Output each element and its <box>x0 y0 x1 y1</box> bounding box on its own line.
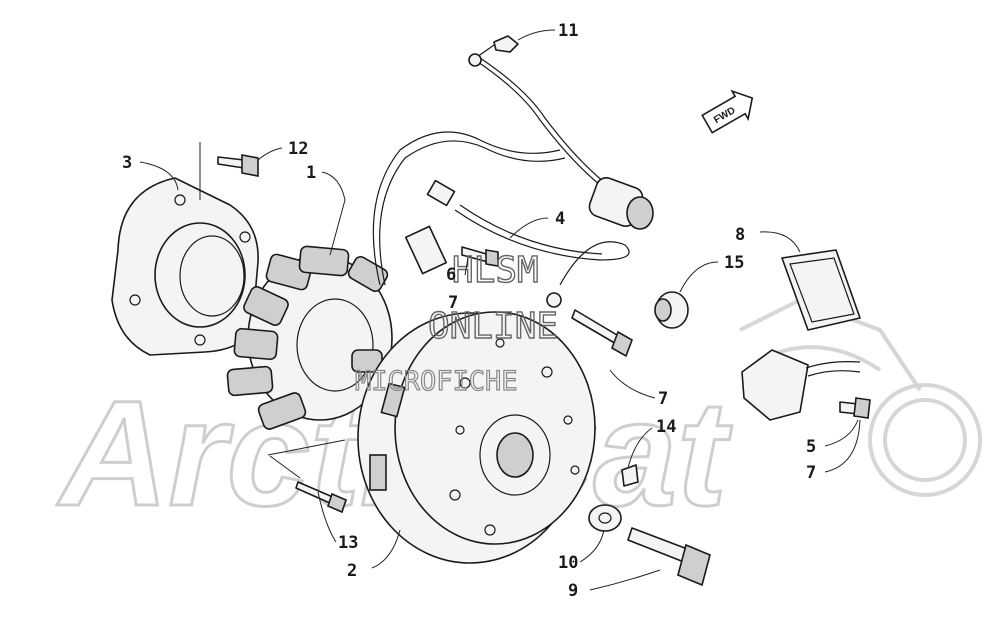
leader-7b <box>609 369 656 399</box>
harness-connector-icon <box>588 177 654 230</box>
callout-13: 13 <box>338 533 358 553</box>
part-4-wiring-harness <box>372 57 654 308</box>
leader-2 <box>371 529 401 569</box>
part-7-bolt <box>571 309 633 358</box>
callout-2: 2 <box>347 561 357 581</box>
callout-11: 11 <box>558 21 578 41</box>
leader-1 <box>321 171 346 256</box>
part-6-bolt <box>461 246 499 267</box>
part-8-pad <box>781 249 861 331</box>
callout-10: 10 <box>558 553 578 573</box>
forward-direction-indicator: FWD <box>701 89 754 134</box>
part-15-grommet <box>654 291 689 329</box>
callout-6: 6 <box>446 265 456 285</box>
callout-7a: 7 <box>448 293 458 313</box>
part-10-washer <box>588 504 622 532</box>
leader-3 <box>139 161 179 191</box>
box-line-b <box>267 439 346 456</box>
part-11-bolt <box>468 35 519 67</box>
callout-7c: 7 <box>806 463 816 483</box>
leader-11 <box>517 29 556 41</box>
leader-14 <box>627 427 653 469</box>
leader-4 <box>509 217 549 239</box>
callouts: 1 2 3 4 5 6 7 7 7 8 9 10 11 12 13 14 15 <box>122 21 816 601</box>
leader-12 <box>257 147 283 161</box>
leader-lines <box>139 29 861 591</box>
part-2-flywheel <box>357 311 596 564</box>
leader-7c <box>824 419 861 473</box>
callout-12: 12 <box>288 139 308 159</box>
leader-8 <box>759 231 801 253</box>
site-watermark-line3: MICROFICHE <box>355 366 518 397</box>
callout-8: 8 <box>735 225 745 245</box>
part-1-stator <box>226 245 393 430</box>
part-12-bolt <box>217 154 259 177</box>
leader-10 <box>579 529 605 563</box>
box-line-c <box>269 455 301 479</box>
callout-5: 5 <box>806 437 816 457</box>
part-14-key <box>621 464 639 487</box>
callout-3: 3 <box>122 153 132 173</box>
part-13-screw <box>295 481 347 514</box>
leader-6 <box>464 257 469 276</box>
callout-4: 4 <box>555 209 565 229</box>
site-watermark-line2: ONLINE <box>428 306 558 347</box>
leader-13 <box>317 491 337 543</box>
leader-9 <box>589 569 661 591</box>
callout-14: 14 <box>656 417 676 437</box>
site-watermark-line1: HLSM <box>452 250 539 291</box>
callout-1: 1 <box>306 163 316 183</box>
callout-15: 15 <box>724 253 744 273</box>
part-5-regulator <box>741 349 871 421</box>
part-3-stator-housing <box>111 177 259 356</box>
callout-7b: 7 <box>658 389 668 409</box>
callout-9: 9 <box>568 581 578 601</box>
leader-15 <box>679 261 719 293</box>
leader-5 <box>824 419 859 447</box>
part-9-bolt <box>627 527 711 587</box>
